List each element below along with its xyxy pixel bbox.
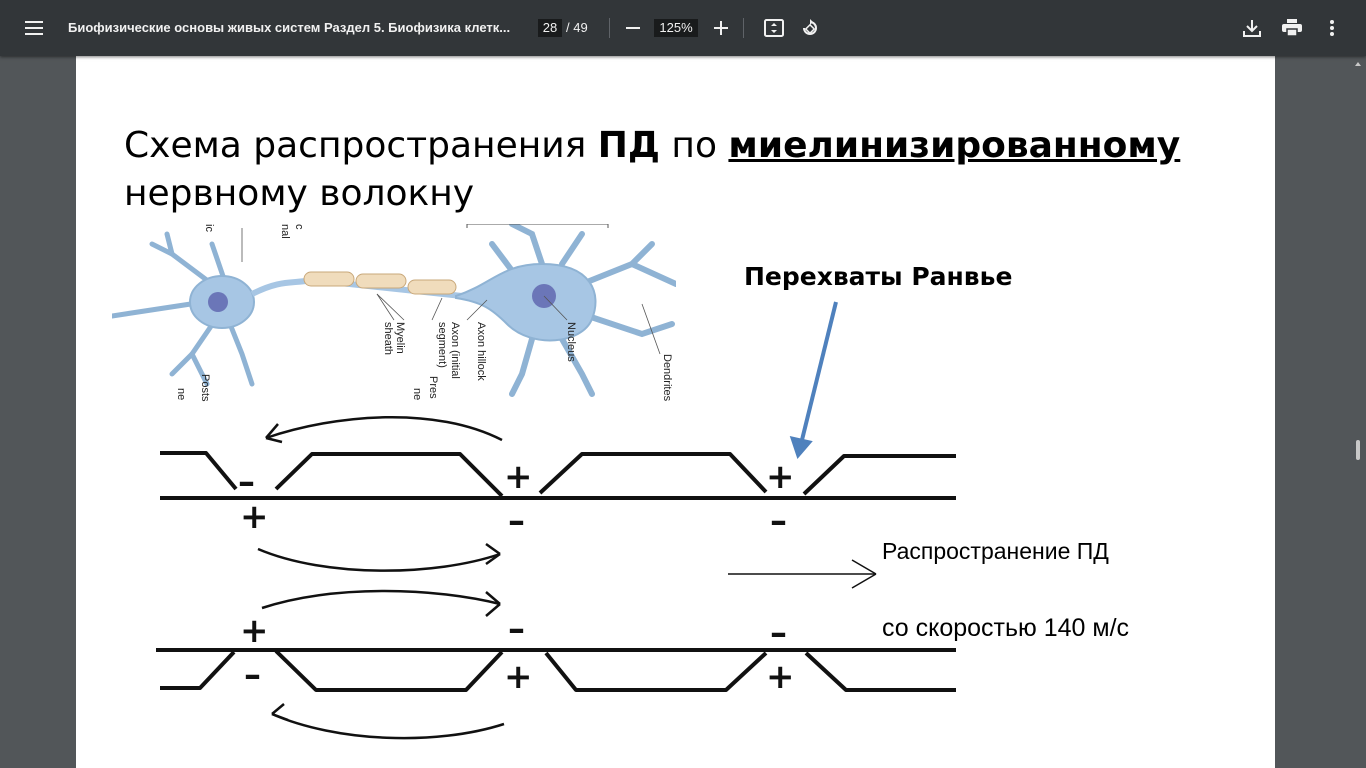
zoom-out-icon[interactable] <box>617 12 649 44</box>
svg-text:Axon (initial: Axon (initial <box>449 322 461 379</box>
page-total: / 49 <box>566 20 588 35</box>
download-icon[interactable] <box>1236 12 1268 44</box>
plus-sign: + <box>504 457 533 497</box>
more-icon[interactable] <box>1316 12 1348 44</box>
svg-text:segment): segment) <box>436 322 448 368</box>
plus-sign: + <box>504 657 533 697</box>
svg-text:Nucleus: Nucleus <box>565 322 577 362</box>
document-title: Биофизические основы живых систем Раздел… <box>68 20 511 35</box>
svg-text:ne: ne <box>175 388 187 400</box>
menu-icon[interactable] <box>18 12 50 44</box>
svg-text:Myelin: Myelin <box>394 322 406 354</box>
svg-text:Pres: Pres <box>427 376 439 399</box>
neuron-illustration: Myelin sheath Axon (initial segment) Axo… <box>112 224 676 402</box>
plus-sign: + <box>240 497 269 537</box>
rotate-icon[interactable] <box>794 12 826 44</box>
speed-label: со скоростью 140 м/с <box>882 614 1130 642</box>
fit-page-icon[interactable] <box>758 12 790 44</box>
slide-title: Схема распространения ПД по миелинизиров… <box>124 125 1181 214</box>
toolbar-divider <box>609 18 610 38</box>
saltatory-conduction-diagram: – + + – + – + – – + – + <box>156 301 956 740</box>
svg-text:Axon hillock: Axon hillock <box>475 322 487 381</box>
plus-sign: + <box>766 457 795 497</box>
pdf-toolbar: Биофизические основы живых систем Раздел… <box>0 0 1366 56</box>
scrollbar[interactable] <box>1350 56 1366 768</box>
zoom-input[interactable]: 125% <box>654 19 698 37</box>
toolbar-divider <box>743 18 744 38</box>
ranvier-nodes-label: Перехваты Ранвье <box>744 262 1013 291</box>
minus-sign: – <box>244 655 261 695</box>
svg-text:ic: ic <box>203 224 215 232</box>
minus-sign: – <box>238 462 255 502</box>
plus-sign: + <box>240 611 269 651</box>
neuron-labels: Myelin sheath Axon (initial segment) Axo… <box>175 224 673 402</box>
svg-text:Dendrites: Dendrites <box>661 354 673 402</box>
minus-sign: – <box>770 501 787 541</box>
svg-text:c: c <box>293 224 305 230</box>
svg-text:nal: nal <box>279 224 291 239</box>
plus-sign: + <box>766 657 795 697</box>
minus-sign: – <box>770 613 787 653</box>
minus-sign: – <box>508 609 525 649</box>
page-number-input[interactable]: 28 <box>538 19 562 37</box>
minus-sign: – <box>508 501 525 541</box>
svg-text:sheath: sheath <box>382 322 394 355</box>
pdf-page: Схема распространения ПД по миелинизиров… <box>76 56 1275 768</box>
zoom-in-icon[interactable] <box>705 12 737 44</box>
propagation-label: Распространение ПД <box>882 538 1109 564</box>
svg-text:ne: ne <box>411 388 423 400</box>
print-icon[interactable] <box>1276 12 1308 44</box>
svg-text:Posts: Posts <box>199 374 211 402</box>
